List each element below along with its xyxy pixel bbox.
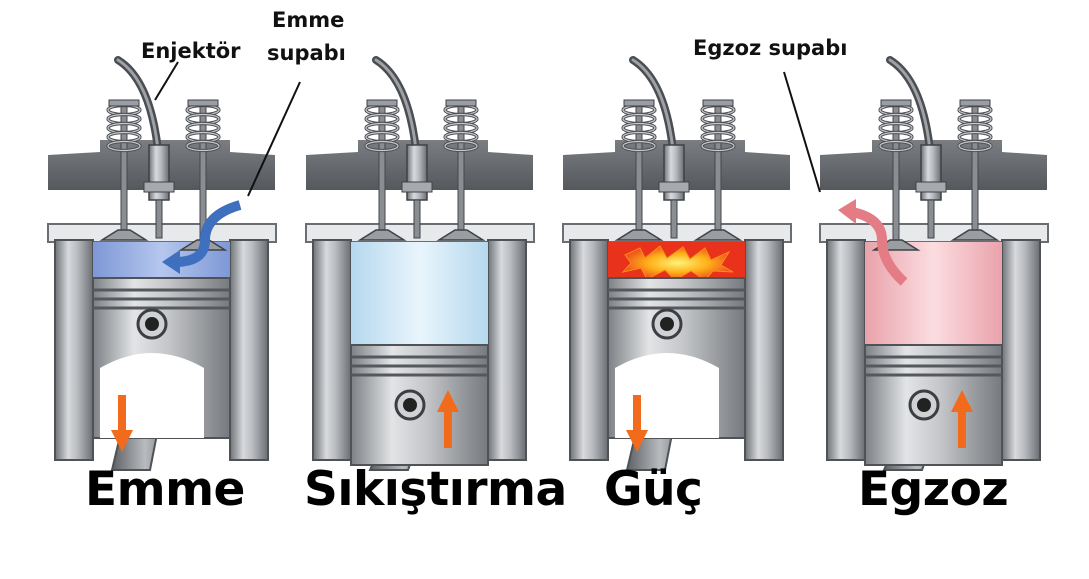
piston-motion-arrow-shaft — [633, 395, 641, 433]
injector-leader-line — [155, 62, 178, 100]
valve-stem — [715, 100, 721, 235]
stroke-label-intake: Emme — [85, 462, 245, 517]
valve-retainer — [188, 100, 218, 106]
injector-callout: Enjektör — [141, 36, 241, 66]
injector-collar — [144, 182, 174, 192]
injector-nozzle — [928, 200, 934, 238]
valve-stem — [636, 100, 642, 235]
cylinder-compression — [306, 60, 534, 470]
piston-pin-hole — [917, 398, 931, 412]
cylinder-wall-right — [1002, 240, 1040, 460]
exhaust-flow-arrowhead — [838, 199, 856, 224]
valve-stem — [893, 100, 899, 245]
injector-nozzle — [156, 200, 162, 238]
valve-retainer — [446, 100, 476, 106]
valve-retainer — [703, 100, 733, 106]
cylinder-wall-right — [488, 240, 526, 460]
injector-collar — [659, 182, 689, 192]
intake-valve-callout-line1: Emme — [272, 5, 344, 35]
valve-stem — [379, 100, 385, 235]
combustion-chamber-gas — [351, 242, 488, 345]
cylinder-power — [563, 60, 791, 470]
stroke-label-exhaust: Egzoz — [858, 462, 1008, 517]
piston-skirt-cutout — [615, 353, 719, 438]
cylinder-wall-left — [55, 240, 93, 460]
cylinder-exhaust — [820, 60, 1048, 470]
injector-nozzle — [671, 200, 677, 238]
cylinder-wall-right — [745, 240, 783, 460]
valve-stem — [121, 100, 127, 235]
piston-pin-hole — [660, 317, 674, 331]
piston-pin-hole — [403, 398, 417, 412]
intake-valve-callout-line2: supabı — [267, 38, 346, 68]
valve-stem — [458, 100, 464, 235]
valve-retainer — [960, 100, 990, 106]
piston-pin-hole — [145, 317, 159, 331]
piston-skirt-cutout — [100, 353, 204, 438]
cylinder-wall-left — [313, 240, 351, 460]
cylinder-wall-left — [827, 240, 865, 460]
piston-motion-arrow-shaft — [118, 395, 126, 433]
piston-motion-arrow-shaft — [444, 410, 452, 448]
injector-collar — [402, 182, 432, 192]
valve-retainer — [624, 100, 654, 106]
injector-collar — [916, 182, 946, 192]
stroke-label-power: Güç — [604, 462, 702, 517]
cylinder-wall-left — [570, 240, 608, 460]
valve-stem — [972, 100, 978, 235]
valve-retainer — [881, 100, 911, 106]
cylinder-wall-right — [230, 240, 268, 460]
stroke-label-compression: Sıkıştırma — [304, 462, 567, 517]
valve-retainer — [367, 100, 397, 106]
piston-motion-arrow-shaft — [958, 410, 966, 448]
exhaust-valve-callout: Egzoz supabı — [693, 33, 847, 63]
cylinder-intake — [48, 60, 276, 470]
injector-nozzle — [414, 200, 420, 238]
valve-retainer — [109, 100, 139, 106]
